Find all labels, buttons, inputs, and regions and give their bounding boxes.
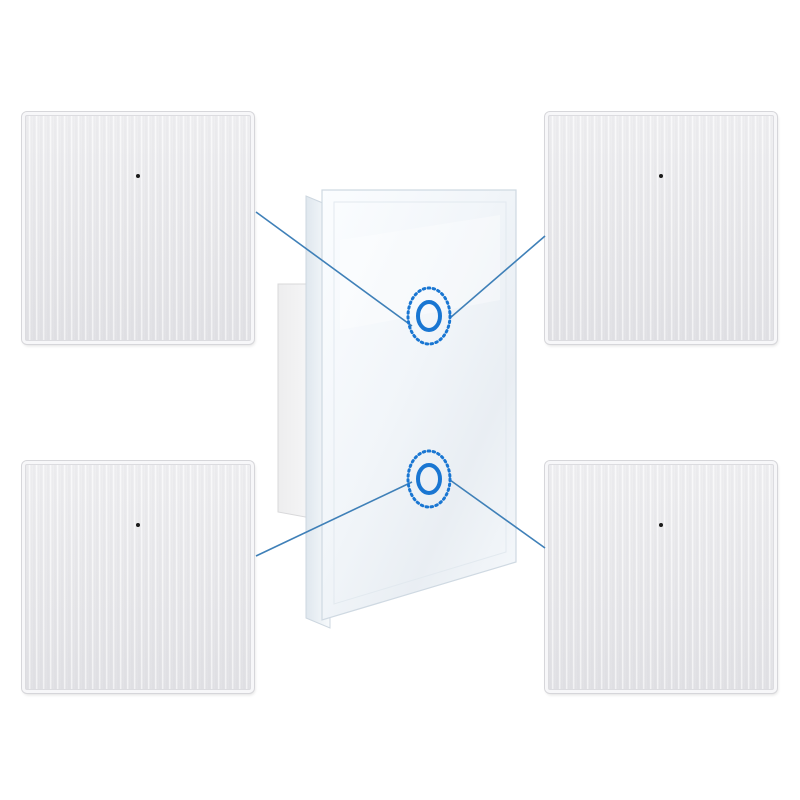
switch-glass-inner-border [333,201,507,605]
glow-dots [406,286,452,346]
ring-icon [416,300,442,332]
glass-reflection [340,215,500,330]
link-lines [255,211,546,557]
indicator-dot-icon [659,174,663,178]
link-line-bottom-right [449,479,546,549]
link-line-bottom-left [255,481,413,557]
switch-glass-front [321,189,517,621]
touch-button-bottom [406,449,452,509]
glow-dots [406,449,452,509]
remote-panel-top-right [545,112,777,344]
ring-icon [416,463,442,495]
indicator-dot-icon [659,523,663,527]
link-line-top-left [255,211,413,327]
link-line-top-right [449,235,546,319]
remote-panel-bottom-right [545,461,777,693]
indicator-dot-icon [136,174,140,178]
indicator-dot-icon [136,523,140,527]
remote-panel-top-left [22,112,254,344]
touch-button-top [406,286,452,346]
remote-panel-bottom-left [22,461,254,693]
